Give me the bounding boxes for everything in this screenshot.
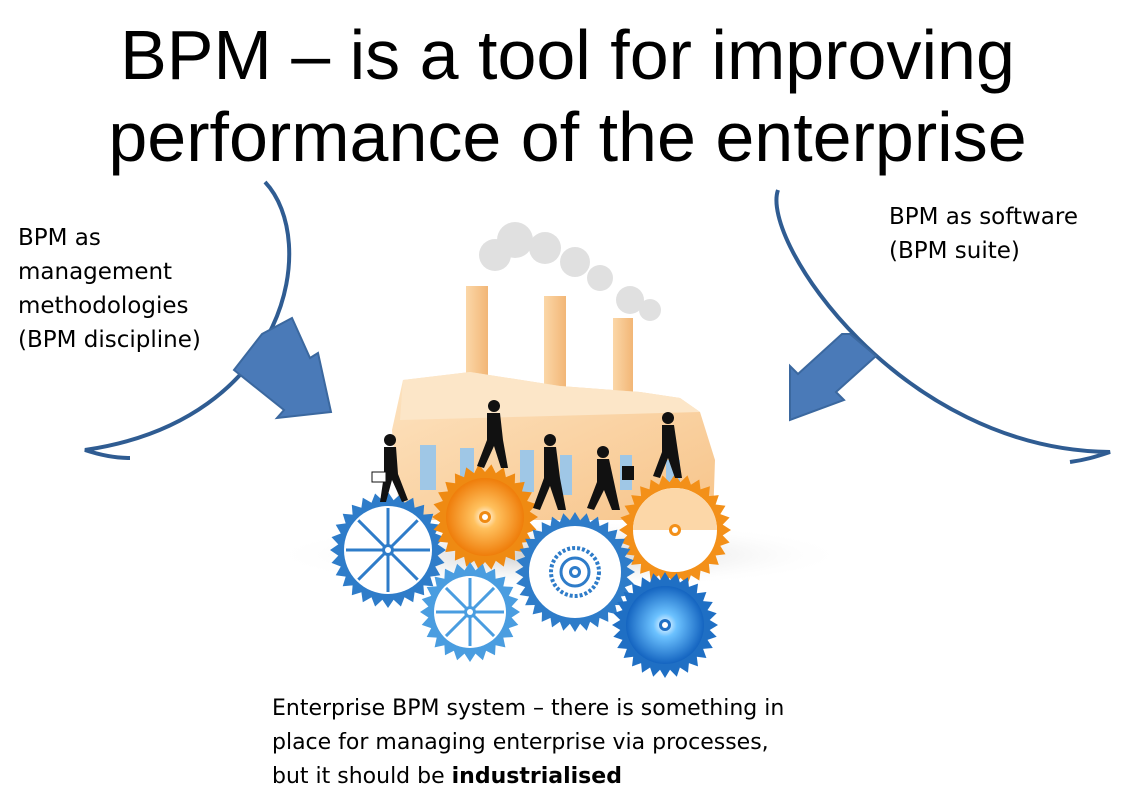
right-label-line-2: (BPM suite) bbox=[889, 234, 1078, 268]
bottom-line-3: but it should be industrialised bbox=[272, 760, 784, 794]
right-arrow-icon bbox=[790, 334, 876, 420]
bottom-description: Enterprise BPM system – there is somethi… bbox=[272, 692, 784, 794]
right-label-bpm-suite: BPM as software (BPM suite) bbox=[889, 200, 1078, 268]
left-label-line-4: (BPM discipline) bbox=[18, 323, 201, 357]
gear-blue-bottom-icon bbox=[420, 562, 520, 662]
right-label-line-1: BPM as software bbox=[889, 200, 1078, 234]
bottom-line-3-prefix: but it should be bbox=[272, 764, 452, 789]
left-label-line-1: BPM as bbox=[18, 221, 201, 255]
left-label-bpm-discipline: BPM as management methodologies (BPM dis… bbox=[18, 221, 201, 357]
left-label-line-3: methodologies bbox=[18, 289, 201, 323]
bottom-line-1: Enterprise BPM system – there is somethi… bbox=[272, 692, 784, 726]
left-arrow-icon bbox=[234, 318, 331, 418]
bottom-line-2: place for managing enterprise via proces… bbox=[272, 726, 784, 760]
bottom-line-3-bold: industrialised bbox=[452, 764, 622, 789]
smoke-icon bbox=[479, 222, 661, 321]
left-label-line-2: management bbox=[18, 255, 201, 289]
